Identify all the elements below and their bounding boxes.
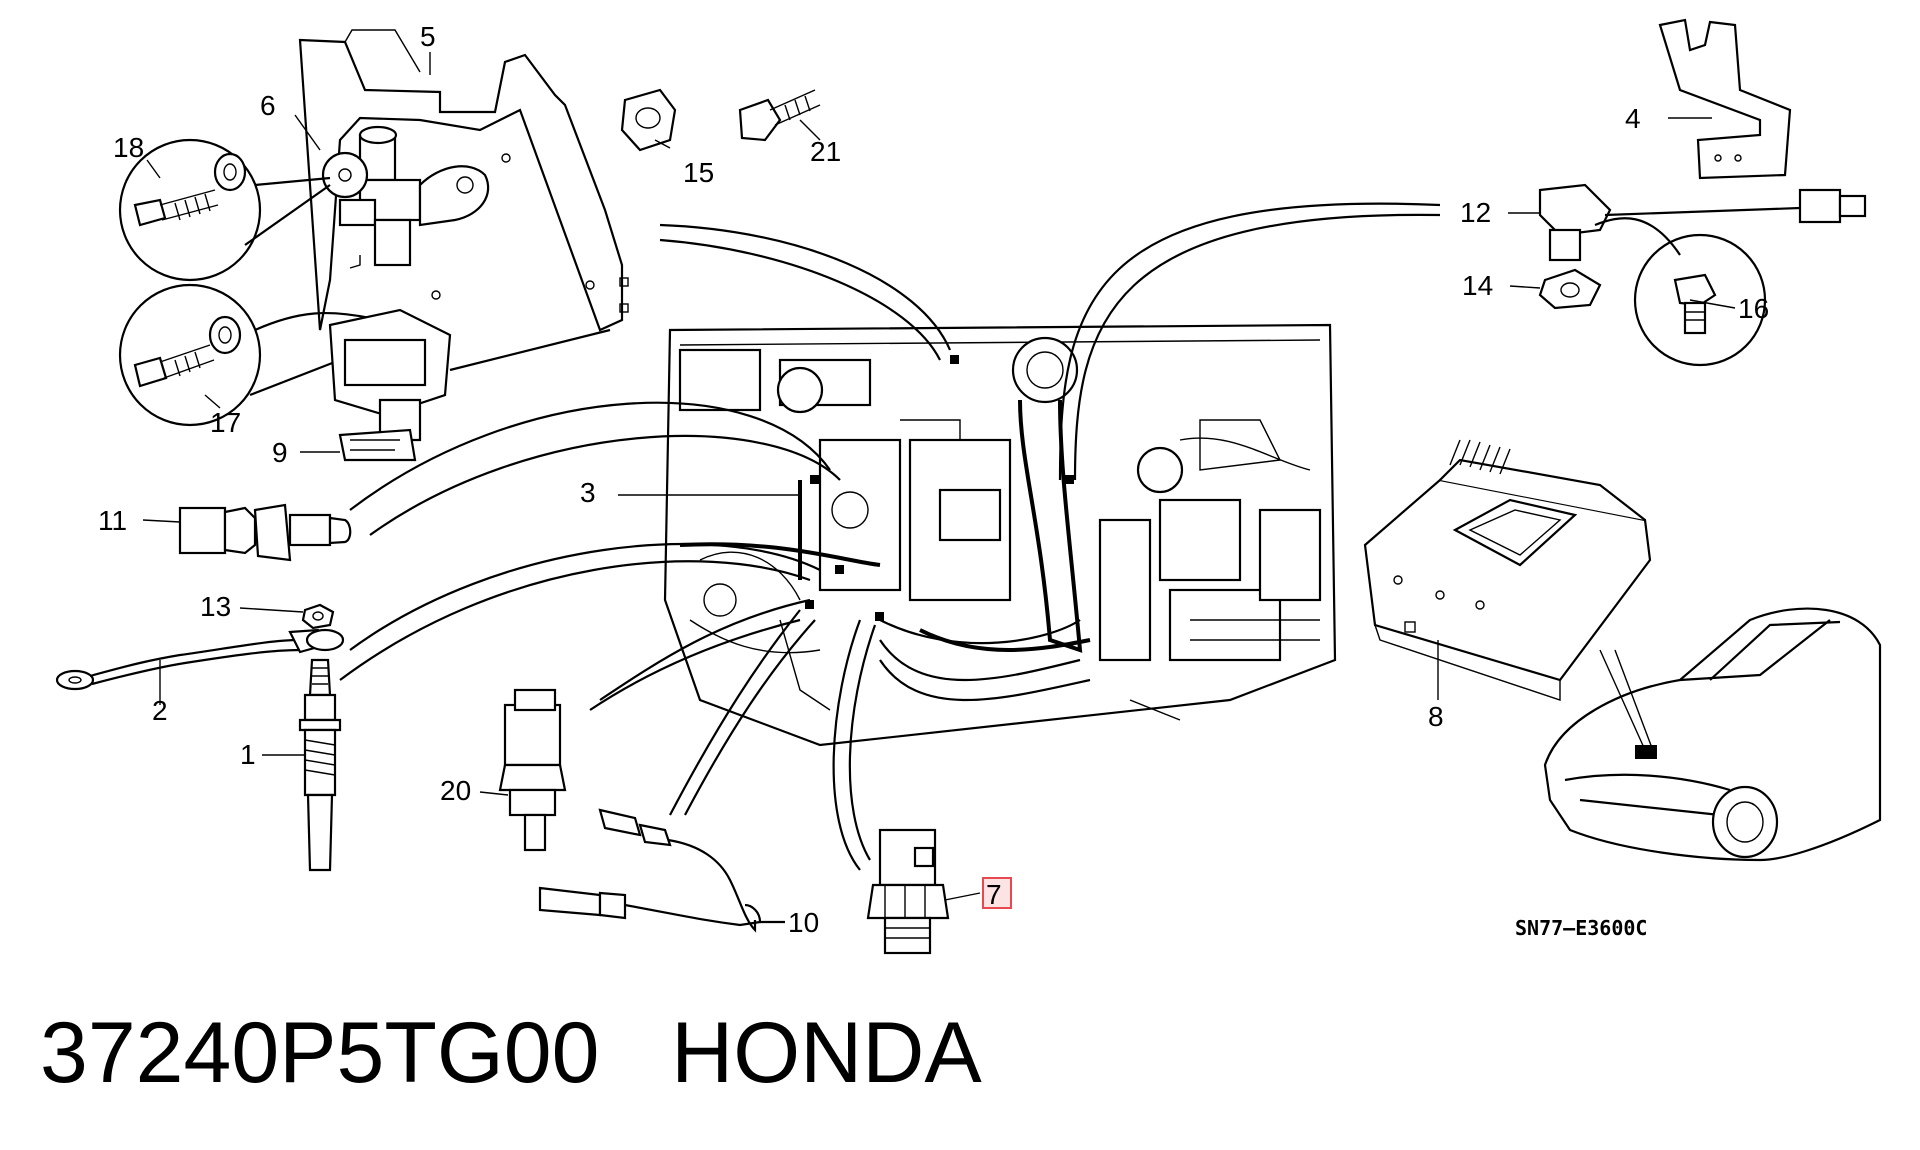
solenoid-part-6 xyxy=(321,125,490,269)
nut-part-13 xyxy=(301,603,335,630)
sensor-part-12 xyxy=(1538,183,1867,262)
pressure-switch-part-7 xyxy=(866,828,1012,955)
bracket-part-5 xyxy=(298,29,629,332)
callout-6: 6 xyxy=(260,90,276,121)
leader-lines xyxy=(142,52,1736,923)
detail-circle-part-16 xyxy=(1633,233,1767,367)
callout-18: 18 xyxy=(113,132,144,163)
drawing-code-label: SN77–E3600C xyxy=(1515,916,1647,940)
callout-4: 4 xyxy=(1625,103,1641,134)
sensor-part-20 xyxy=(498,688,567,852)
callout-3: 3 xyxy=(580,477,596,508)
callout-15: 15 xyxy=(683,157,714,188)
engine-bay-illustration xyxy=(663,323,1337,747)
ground-cable-part-2 xyxy=(55,628,345,691)
callout-12: 12 xyxy=(1460,197,1491,228)
ecu-part-8 xyxy=(1363,439,1652,701)
gasket-part-14 xyxy=(1538,268,1602,310)
sensor-part-10 xyxy=(538,808,785,933)
brand-name: HONDA xyxy=(671,1005,982,1101)
callout-11: 11 xyxy=(98,505,127,536)
callout-17: 17 xyxy=(210,407,241,438)
callout-9: 9 xyxy=(272,437,288,468)
callout-16: 16 xyxy=(1738,293,1769,324)
wire-harness xyxy=(339,202,1441,871)
sensor-part-11 xyxy=(178,503,352,562)
callout-14: 14 xyxy=(1462,270,1493,301)
car-silhouette xyxy=(1543,607,1882,862)
nut-part-15 xyxy=(620,88,677,152)
callout-5: 5 xyxy=(420,21,436,52)
callout-10: 10 xyxy=(788,907,819,938)
part-caption: 37240P5TG00 HONDA xyxy=(40,1010,982,1096)
callout-labels: 5 6 18 17 9 15 21 4 12 14 16 3 11 13 2 1… xyxy=(98,21,1769,940)
map-sensor-part-9 xyxy=(328,308,611,462)
detail-circle-part-18 xyxy=(118,138,331,282)
callout-2: 2 xyxy=(152,695,168,726)
bolt-part-21 xyxy=(738,89,821,142)
callout-13: 13 xyxy=(200,591,231,622)
bracket-part-4 xyxy=(1658,18,1792,180)
detail-circle-part-17 xyxy=(118,283,371,427)
callout-7: 7 xyxy=(986,879,1002,910)
callout-20: 20 xyxy=(440,775,471,806)
callout-8: 8 xyxy=(1428,701,1444,732)
glow-plug-part-1 xyxy=(298,658,342,872)
callout-21: 21 xyxy=(810,136,841,167)
part-number: 37240P5TG00 xyxy=(40,1005,600,1101)
callout-1: 1 xyxy=(240,739,256,770)
highlight-box-part-7 xyxy=(982,877,1012,909)
